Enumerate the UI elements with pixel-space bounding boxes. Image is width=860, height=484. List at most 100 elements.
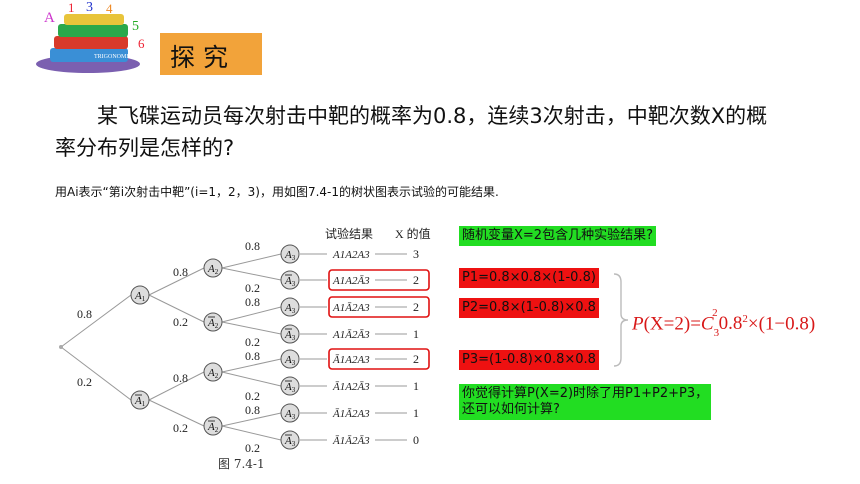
tree-node [280, 349, 300, 369]
tree-root [59, 345, 63, 349]
tree-node [280, 376, 300, 396]
note-p3: P3=(1-0.8)×0.8×0.8 [459, 350, 599, 370]
outcome-label: A1A2Ā3 [332, 275, 370, 287]
x-value: 1 [413, 327, 419, 341]
tree-branch [221, 412, 282, 427]
tree-node-label: A3 [284, 354, 296, 367]
intro-text: 用Ai表示“第i次射击中靶”(i=1，2，3)，用如图7.4-1的树状图表示试验… [55, 185, 499, 199]
svg-text:1: 1 [68, 0, 75, 15]
note-question-1: 随机变量X=2包含几种实验结果? [459, 226, 656, 246]
tree-node-label: A2 [207, 421, 219, 434]
svg-text:5: 5 [132, 19, 139, 34]
brace [613, 273, 629, 367]
tree-node [203, 258, 223, 278]
tree-node [280, 270, 300, 290]
title-bar [160, 33, 262, 75]
tree-node [130, 390, 150, 410]
tree-branch [221, 371, 282, 387]
tree-node-label: A2 [207, 367, 219, 380]
tree-branch [148, 267, 205, 296]
tree-branch [221, 358, 282, 373]
tree-node [280, 430, 300, 450]
prob-label: 0.8 [245, 403, 260, 417]
page-title: 探究 [170, 43, 237, 72]
prob-label: 0.2 [245, 389, 260, 403]
x-value: 0 [413, 433, 419, 447]
x-value: 2 [413, 300, 419, 314]
prob-label: 0.8 [245, 239, 260, 253]
tree-node [280, 324, 300, 344]
column-header-result: 试验结果 [325, 226, 373, 241]
prob-label: 0.2 [77, 375, 92, 389]
svg-text:6: 6 [138, 36, 145, 51]
tree-node-label: A3 [284, 381, 296, 394]
tree-node [280, 297, 300, 317]
tree-node-label: A1 [134, 395, 146, 408]
svg-text:A: A [44, 10, 55, 26]
svg-text:4: 4 [106, 1, 113, 16]
x-value: 3 [413, 247, 419, 261]
tree-node [130, 285, 150, 305]
x-value: 1 [413, 406, 419, 420]
prob-label: 0.8 [245, 295, 260, 309]
tree-node-label: A2 [207, 317, 219, 330]
x2-highlight-box [328, 348, 430, 370]
tree-node-label: A3 [284, 408, 296, 421]
tree-node [280, 244, 300, 264]
tree-node [280, 403, 300, 423]
prob-label: 0.2 [245, 335, 260, 349]
tree-branch [221, 253, 282, 269]
note-question-2: 你觉得计算P(X=2)时除了用P1+P2+P3， 还可以如何计算? [459, 384, 712, 420]
column-header-x: X 的值 [395, 226, 431, 241]
tree-node-label: A1 [134, 290, 146, 303]
tree-branch [148, 399, 205, 427]
tree-branch [221, 425, 282, 441]
x-value: 2 [413, 273, 419, 287]
outcome-label: Ā1Ā2A3 [332, 408, 370, 420]
svg-text:3: 3 [86, 0, 93, 15]
svg-text:TRIGONOMETRY: TRIGONOMETRY [94, 54, 142, 60]
prob-label: 0.2 [245, 281, 260, 295]
tree-branch [60, 294, 132, 348]
prob-label: 0.8 [77, 307, 92, 321]
tree-node-label: A3 [284, 302, 296, 315]
x2-highlight-box [328, 296, 430, 318]
tree-branch [221, 306, 282, 323]
outcome-label: Ā1A2A3 [332, 354, 370, 366]
outcome-label: Ā1A2Ā3 [332, 381, 370, 393]
outcome-label: Ā1Ā2Ā3 [332, 435, 370, 447]
outcome-label: A1A2A3 [332, 249, 370, 261]
tree-node-label: A3 [284, 275, 296, 288]
tree-node [203, 312, 223, 332]
tree-branch [148, 371, 205, 401]
outcome-label: A1Ā2Ā3 [332, 329, 370, 341]
x-value: 1 [413, 379, 419, 393]
books-logo: 1 3 4 5 6 A TRIGONOMETRY [36, 0, 145, 73]
note-question-2-line1: 你觉得计算P(X=2)时除了用P1+P2+P3， [462, 386, 709, 401]
x2-highlight-box [328, 269, 430, 291]
prob-label: 0.8 [245, 349, 260, 363]
note-question-2-line2: 还可以如何计算? [462, 402, 560, 417]
tree-node-label: A3 [284, 249, 296, 262]
tree-node [203, 416, 223, 436]
question-text: 某飞碟运动员每次射击中靶的概率为0.8，连续3次射击，中靶次数X的概率分布列是怎… [55, 104, 768, 160]
prob-label: 0.8 [173, 265, 188, 279]
tree-node-label: A2 [207, 263, 219, 276]
tree-branch [148, 294, 205, 323]
tree-branch [221, 321, 282, 335]
outcome-label: A1Ā2A3 [332, 302, 370, 314]
note-p1: P1=0.8×0.8×(1-0.8) [459, 268, 599, 288]
tree-node-label: A3 [284, 329, 296, 342]
note-p2: P2=0.8×(1-0.8)×0.8 [459, 298, 599, 318]
prob-label: 0.2 [245, 441, 260, 455]
prob-label: 0.8 [173, 371, 188, 385]
prob-label: 0.2 [173, 421, 188, 435]
tree-branch [60, 346, 132, 401]
tree-branch [221, 267, 282, 281]
prob-label: 0.2 [173, 315, 188, 329]
formula: P(X=2)=C320.82×(1−0.8) [632, 307, 816, 340]
figure-caption: 图 7.4-1 [218, 457, 265, 471]
tree-node [203, 362, 223, 382]
tree-node-label: A3 [284, 435, 296, 448]
